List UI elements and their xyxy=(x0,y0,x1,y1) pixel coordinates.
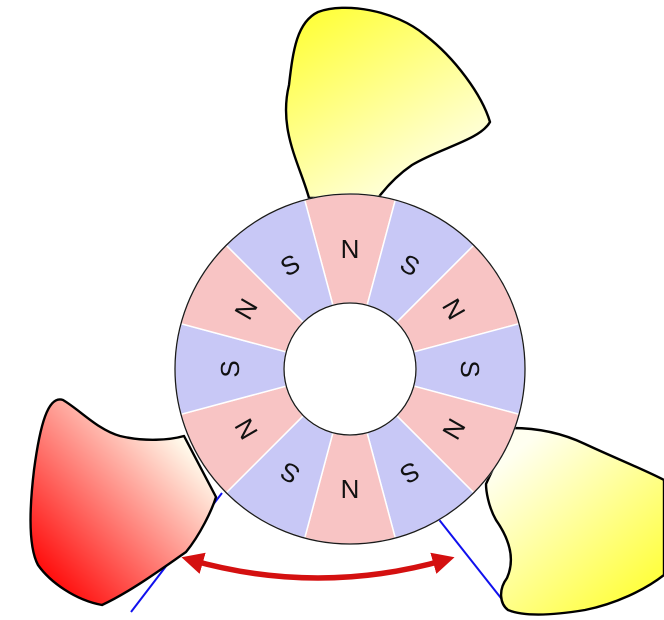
north-pole-label: N xyxy=(341,234,360,264)
top-blade xyxy=(286,8,490,198)
ring-hole xyxy=(284,303,416,435)
right-blade xyxy=(486,428,664,615)
south-pole-label: S xyxy=(215,360,245,377)
north-pole-label: N xyxy=(341,474,360,504)
angle-arrow xyxy=(191,560,445,578)
south-pole-label: S xyxy=(455,360,485,377)
